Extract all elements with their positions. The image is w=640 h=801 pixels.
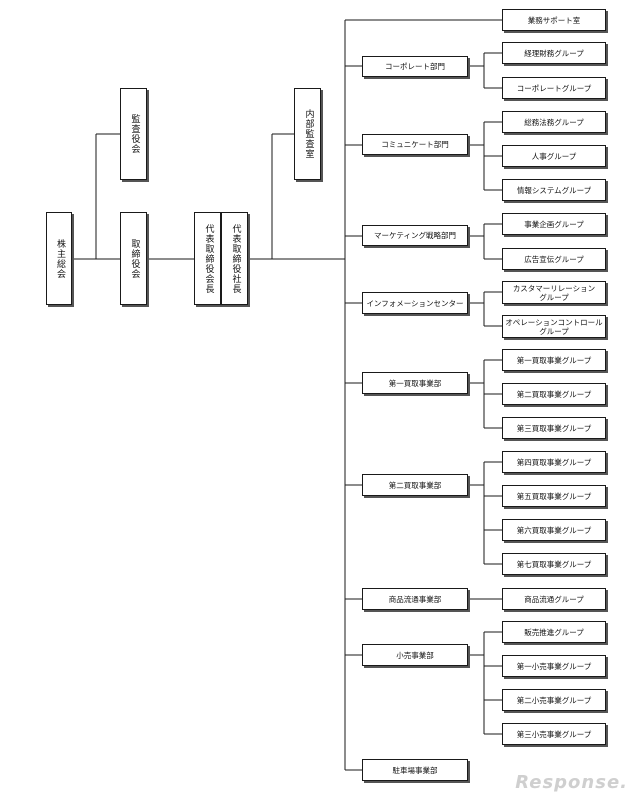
group-box: コーポレートグループ <box>502 77 606 99</box>
group-box: 事業企画グループ <box>502 213 606 235</box>
business-support-box: 業務サポート室 <box>502 9 606 31</box>
group-box: 第三小売事業グループ <box>502 723 606 745</box>
group-box: オペレーションコントロール グループ <box>502 315 606 338</box>
board-box: 取締役会 <box>120 212 147 305</box>
group-box: 経理財務グループ <box>502 42 606 64</box>
group-box: 第二小売事業グループ <box>502 689 606 711</box>
group-box: 第七買取事業グループ <box>502 553 606 575</box>
department-box: マーケティング戦略部門 <box>362 225 468 246</box>
president-box: 代表取締役社長 <box>221 212 248 305</box>
auditor-box: 監査役会 <box>120 88 147 180</box>
group-box: 第四買取事業グループ <box>502 451 606 473</box>
department-box: コミュニケート部門 <box>362 134 468 155</box>
department-box: 小売事業部 <box>362 644 468 666</box>
department-box: コーポレート部門 <box>362 56 468 77</box>
department-box: 第二買取事業部 <box>362 474 468 496</box>
group-box: 第五買取事業グループ <box>502 485 606 507</box>
chairman-box: 代表取締役会長 <box>194 212 221 305</box>
group-box: 人事グループ <box>502 145 606 167</box>
group-box: 商品流通グループ <box>502 588 606 610</box>
group-box: 販売推進グループ <box>502 621 606 643</box>
group-box: 第二買取事業グループ <box>502 383 606 405</box>
group-box: カスタマーリレーション グループ <box>502 281 606 304</box>
group-box: 広告宣伝グループ <box>502 248 606 270</box>
department-box: インフォメーションセンター <box>362 292 468 314</box>
internal-audit-box: 内部監査室 <box>294 88 321 180</box>
department-box: 第一買取事業部 <box>362 372 468 394</box>
group-box: 第三買取事業グループ <box>502 417 606 439</box>
group-box: 第六買取事業グループ <box>502 519 606 541</box>
group-box: 第一小売事業グループ <box>502 655 606 677</box>
shareholders-box: 株主総会 <box>46 212 72 305</box>
department-box: 駐車場事業部 <box>362 759 468 781</box>
group-box: 情報システムグループ <box>502 179 606 201</box>
group-box: 第一買取事業グループ <box>502 349 606 371</box>
response-watermark: Response. <box>515 772 628 793</box>
group-box: 総務法務グループ <box>502 111 606 133</box>
department-box: 商品流通事業部 <box>362 588 468 610</box>
